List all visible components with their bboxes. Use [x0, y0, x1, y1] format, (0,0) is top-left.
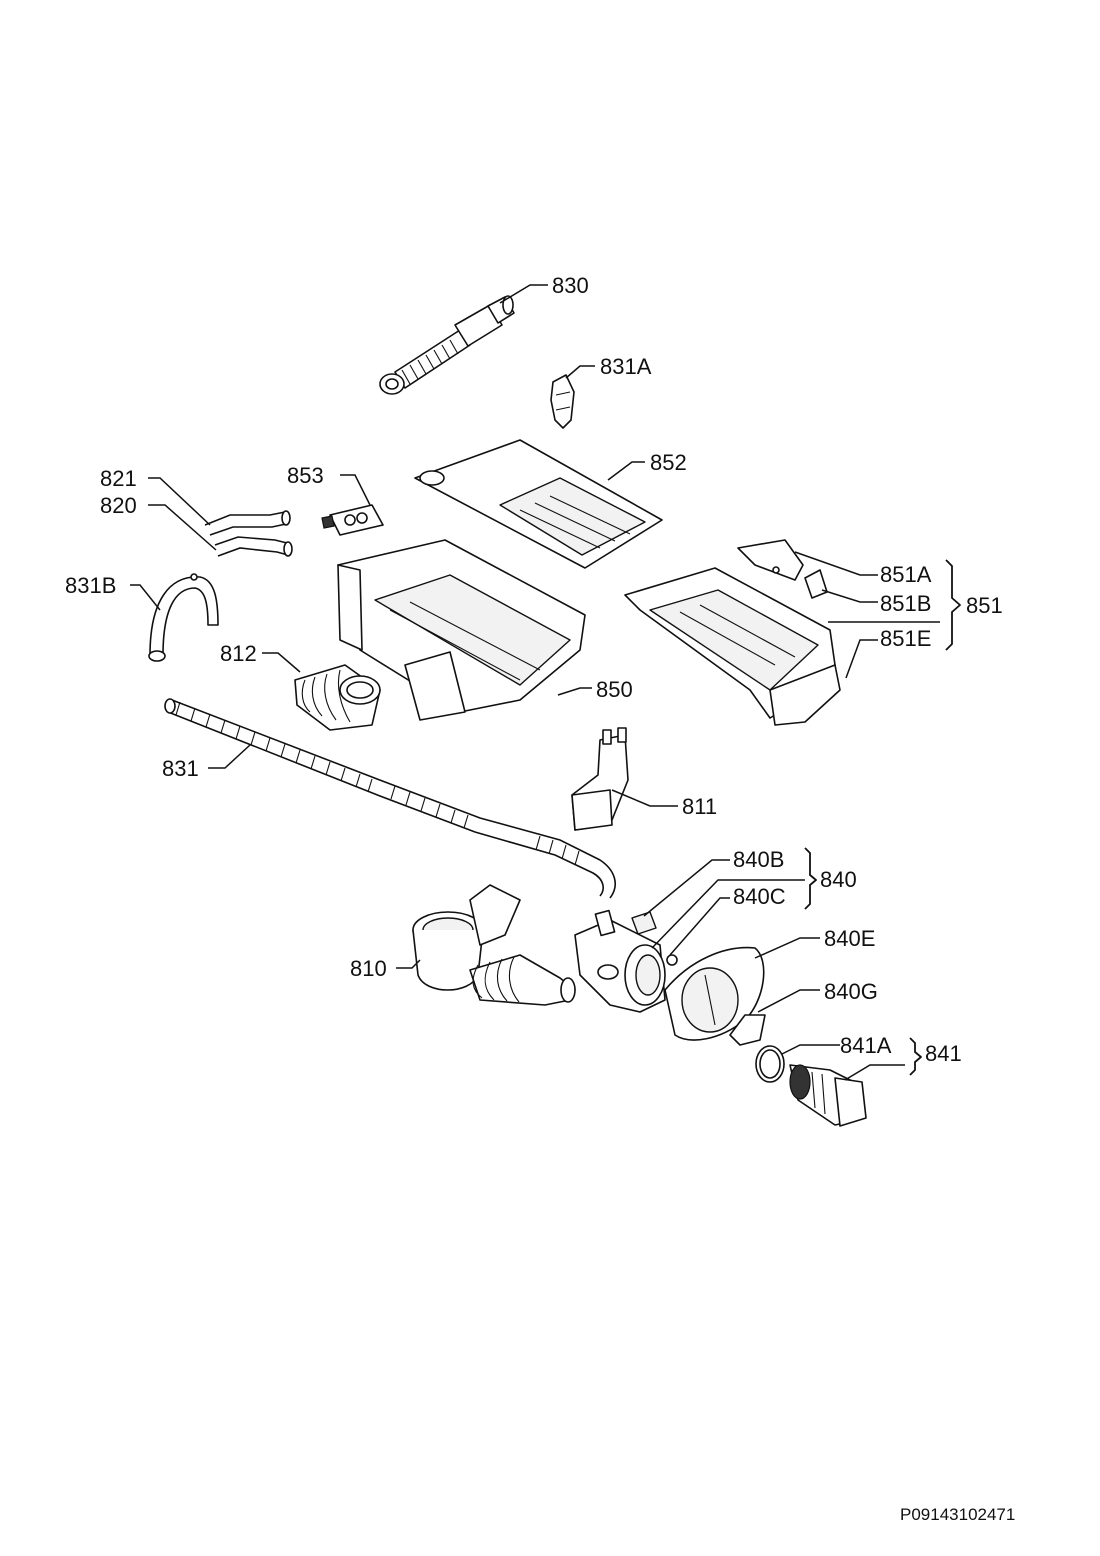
brace-841 [909, 1037, 922, 1076]
leader-840B [643, 859, 730, 917]
part-852-cover-plate [414, 439, 663, 569]
brace-840 [804, 847, 817, 910]
part-841A-seal [755, 1045, 785, 1083]
label-850: 850 [596, 677, 633, 702]
part-831-drain-hose [164, 698, 616, 899]
label-840G: 840G [824, 979, 878, 1004]
label-840: 840 [820, 867, 857, 892]
part-810-sump [412, 884, 576, 1006]
document-code: P09143102471 [900, 1505, 1015, 1524]
label-840C: 840C [733, 884, 786, 909]
leader-841A-b [844, 1064, 905, 1081]
part-831A-clip [550, 374, 575, 429]
part-853-valve [321, 504, 384, 536]
leader-852 [607, 461, 645, 481]
part-840G-flap [729, 1014, 766, 1046]
label-811: 811 [682, 794, 717, 819]
label-851A: 851A [880, 562, 932, 587]
part-850-dispenser-housing [337, 539, 586, 721]
label-851B: 851B [880, 591, 931, 616]
label-812: 812 [220, 641, 257, 666]
leader-830 [499, 284, 548, 304]
leader-831B [130, 584, 161, 611]
leader-812 [262, 652, 301, 673]
part-840B-block [631, 911, 657, 935]
leader-831A [565, 365, 595, 379]
brace-851 [945, 559, 961, 651]
label-851E: 851E [880, 626, 931, 651]
label-831: 831 [162, 756, 199, 781]
part-812-bellows [294, 664, 381, 731]
part-851E-drawer [624, 567, 841, 726]
label-840B: 840B [733, 847, 784, 872]
part-831B-hose-guide [148, 573, 219, 662]
leader-840E [754, 937, 820, 959]
leader-841A [781, 1044, 840, 1055]
label-852: 852 [650, 450, 687, 475]
leader-820 [148, 504, 217, 551]
label-810: 810 [350, 956, 387, 981]
label-820: 820 [100, 493, 137, 518]
label-821: 821 [100, 466, 137, 491]
label-831A: 831A [600, 354, 652, 379]
leader-840C [651, 879, 805, 949]
leader-840C-b [669, 897, 730, 956]
part-811-pipe [571, 727, 629, 831]
leader-851E-b [845, 639, 878, 679]
leader-850 [557, 687, 592, 696]
part-830-inlet-hose [379, 295, 515, 395]
part-821-820-hoses [204, 510, 293, 557]
leader-851A [794, 551, 878, 576]
leader-821 [148, 477, 211, 526]
part-840-pump [574, 909, 666, 1013]
label-830: 830 [552, 273, 589, 298]
label-851: 851 [966, 593, 1003, 618]
label-831B: 831B [65, 573, 116, 598]
leader-831 [208, 744, 251, 769]
leader-853 [340, 474, 371, 506]
leader-851B [821, 589, 878, 603]
part-840C-nut [666, 954, 678, 966]
label-841A: 841A [840, 1033, 892, 1058]
leader-810 [396, 959, 421, 969]
leader-811 [611, 789, 678, 807]
label-853: 853 [287, 463, 324, 488]
label-840E: 840E [824, 926, 875, 951]
leader-840G [757, 989, 820, 1013]
part-851A-lid [737, 539, 804, 581]
part-851B-spring [804, 569, 828, 599]
part-840E-cover [664, 946, 765, 1041]
label-841: 841 [925, 1041, 962, 1066]
part-841-filter [789, 1064, 867, 1127]
